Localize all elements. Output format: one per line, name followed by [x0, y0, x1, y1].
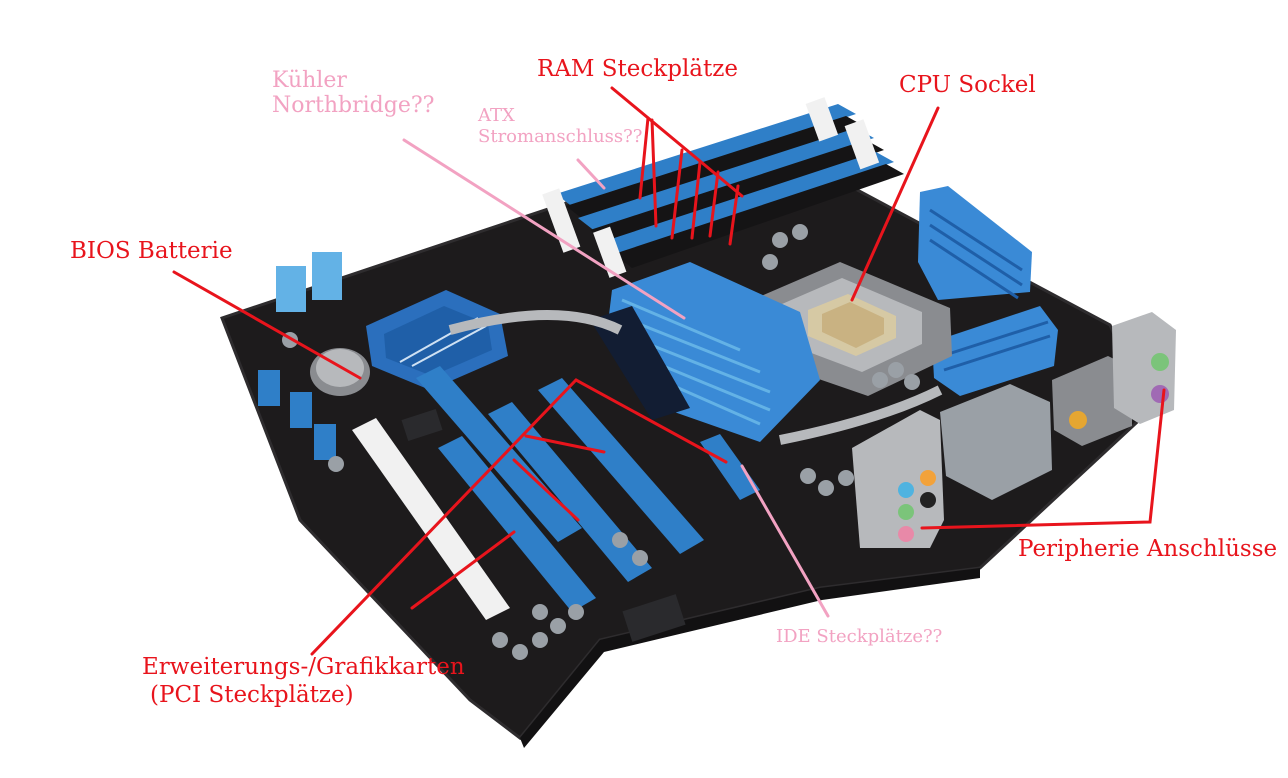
ram-slots-pointer	[610, 86, 744, 198]
cpu-socket-pointer	[850, 106, 940, 302]
cpu-socket-label: CPU Sockel	[899, 72, 1036, 98]
ram-slots-pointer	[638, 116, 650, 200]
ram-slots-pointer	[728, 184, 740, 246]
atx-pointer	[576, 158, 606, 190]
ide-slots-label: IDE Steckplätze??	[776, 626, 943, 647]
expansion-pointer	[574, 378, 728, 464]
peripheral-ports-label: Peripherie Anschlüsse	[1018, 536, 1278, 562]
peripheral-pointer	[920, 388, 1166, 530]
expansion-pointer	[512, 458, 580, 522]
northbridge-cooler-label: Kühler Northbridge??	[272, 68, 435, 119]
pcie-slots	[352, 366, 760, 620]
ram-slots-pointer	[670, 148, 684, 240]
heat-pipe	[779, 385, 943, 445]
expansion-pointer	[310, 378, 578, 656]
vrm-heatsink	[918, 186, 1058, 396]
northbridge-pointer	[402, 138, 686, 320]
expansion-cards-label-1: Erweiterungs-/Grafikkarten	[142, 654, 465, 680]
ram-slots-pointer	[708, 170, 720, 238]
ram-slots-pointer	[650, 118, 658, 228]
bios-battery-pointer	[172, 270, 362, 380]
heat-pipe	[448, 310, 623, 335]
ide-pointer	[740, 464, 830, 618]
northbridge-cooler	[590, 262, 820, 442]
rear-io	[852, 312, 1176, 548]
bios-battery-label: BIOS Batterie	[70, 238, 233, 264]
motherboard	[220, 97, 1176, 748]
ram-slots-label: RAM Steckplätze	[537, 56, 738, 82]
annotation-lines	[172, 86, 1166, 656]
expansion-cards-label-2: (PCI Steckplätze)	[150, 682, 354, 708]
atx-power-label: ATX Stromanschluss??	[478, 105, 643, 147]
chip	[401, 408, 443, 442]
expansion-pointer	[410, 530, 516, 610]
expansion-pointer	[524, 434, 606, 454]
sata-ports	[258, 252, 342, 460]
ram-slots-pointer	[690, 160, 702, 240]
capacitors	[282, 224, 920, 660]
chip	[622, 594, 686, 642]
